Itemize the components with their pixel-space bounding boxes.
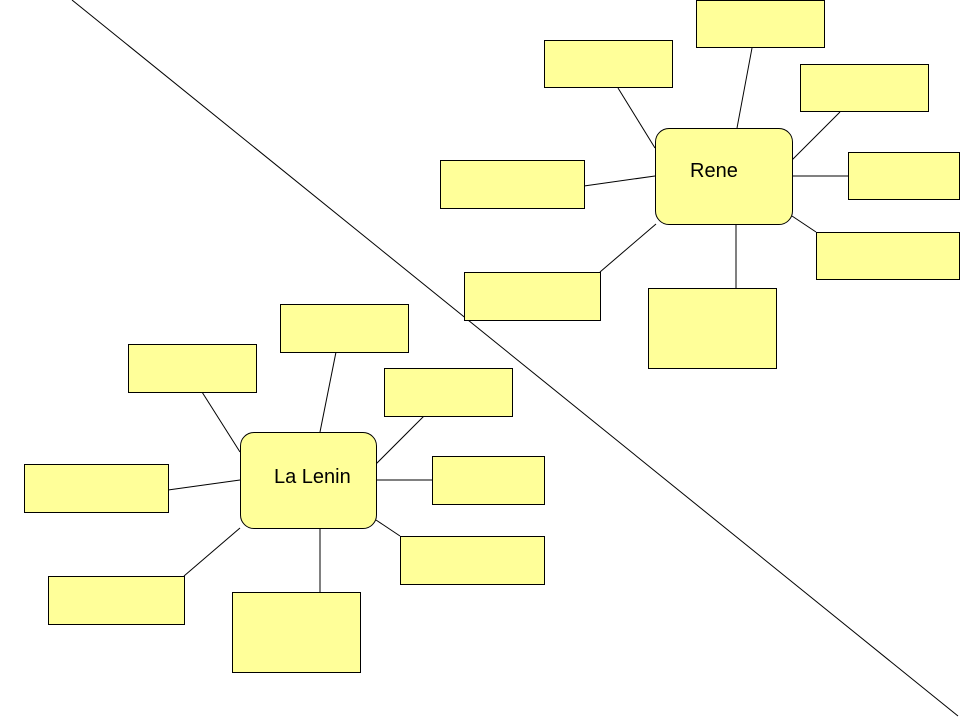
rene-connector-bottom-left <box>599 223 657 273</box>
lenin-connector-left <box>167 479 241 491</box>
rene-connector-top-right <box>791 111 841 161</box>
lenin-branch-top-right[interactable] <box>384 368 513 417</box>
lenin-connector-top-right <box>375 415 425 465</box>
rene-branch-top-left[interactable] <box>544 40 673 88</box>
lenin-connector-top <box>319 351 337 433</box>
lenin-connectors <box>167 351 432 592</box>
lenin-branch-top-left[interactable] <box>128 344 257 393</box>
diagonal-divider-line <box>71 0 959 717</box>
rene-hub-label: Rene <box>690 160 738 182</box>
rene-branch-right[interactable] <box>848 152 960 200</box>
lenin-branch-left[interactable] <box>24 464 169 513</box>
rene-branch-top[interactable] <box>696 0 825 48</box>
rene-connector-left <box>583 175 656 187</box>
lenin-branch-bottom-left[interactable] <box>48 576 185 625</box>
lenin-connector-bottom-right <box>375 519 401 537</box>
lenin-branch-bottom-right[interactable] <box>400 536 545 585</box>
rene-connector-top-left <box>617 87 656 149</box>
lenin-branch-top[interactable] <box>280 304 409 353</box>
lenin-connector-bottom-left <box>183 527 241 577</box>
rene-connectors <box>583 47 848 288</box>
rene-branch-top-right[interactable] <box>800 64 929 112</box>
lenin-connector-top-left <box>201 391 241 453</box>
rene-branch-bottom-right[interactable] <box>816 232 960 280</box>
rene-branch-bottom[interactable] <box>648 288 777 369</box>
rene-branch-bottom-left[interactable] <box>464 272 601 321</box>
lenin-branch-bottom[interactable] <box>232 592 361 673</box>
lenin-hub-node[interactable] <box>240 432 377 529</box>
rene-connector-top <box>736 47 753 129</box>
rene-hub-node[interactable] <box>655 128 793 225</box>
lenin-hub-label: La Lenin <box>274 466 351 488</box>
lenin-branch-right[interactable] <box>432 456 545 505</box>
rene-branch-left[interactable] <box>440 160 585 209</box>
rene-connector-bottom-right <box>791 215 817 233</box>
